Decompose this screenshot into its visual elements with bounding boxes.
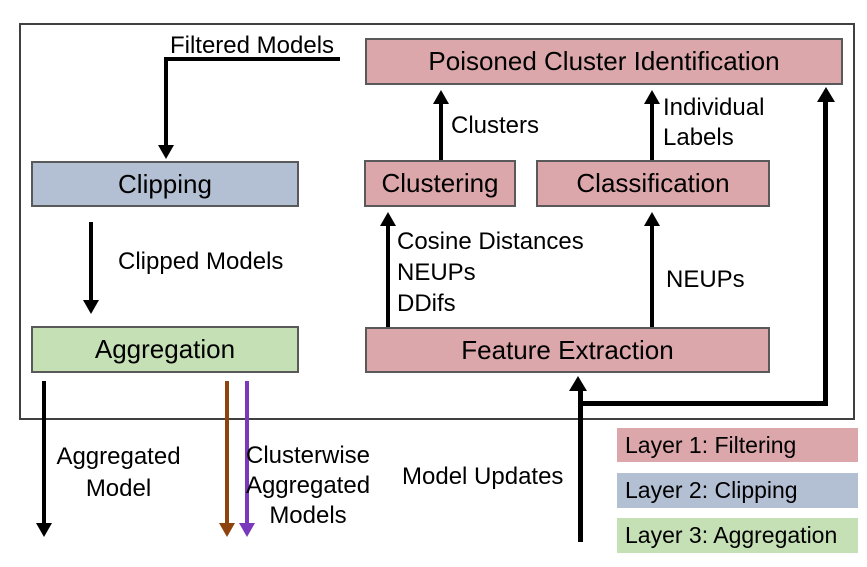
box-label-aggregation: Aggregation (94, 334, 236, 364)
filtered-models-arrow-line (164, 57, 168, 146)
aggregated-model-arrow-line (42, 381, 46, 524)
system-boundary-box (19, 23, 855, 420)
box-label-classification: Classification (576, 168, 730, 198)
individual-labels-label: Individual Labels (663, 93, 764, 153)
box-label-poisoned-cluster-identification: Poisoned Cluster Identification (428, 46, 780, 76)
cosine-neups-ddifs-arrow-line (386, 225, 390, 327)
legend-label-layer2: Layer 2: Clipping (625, 477, 798, 503)
legend-item-layer3-aggregation: Layer 3: Aggregation (617, 518, 858, 553)
individual-labels-arrowhead (644, 90, 660, 104)
model-updates-branch-arrowhead (817, 87, 835, 102)
model-updates-arrowhead (569, 376, 587, 391)
feature-list-label-line: Cosine Distances (397, 228, 584, 255)
legend-item-layer1-filtering: Layer 1: Filtering (617, 428, 858, 462)
individual-labels-arrow-line (650, 103, 654, 160)
clusters-label: Clusters (451, 112, 540, 139)
clusterwise-models-label-line: Models (269, 502, 347, 529)
box-feature-extraction: Feature Extraction (365, 327, 770, 373)
model-updates-label: Model Updates (402, 463, 564, 490)
filtered-models-label: Filtered Models (169, 32, 335, 59)
box-label-clustering: Clustering (381, 168, 499, 198)
legend-label-layer3: Layer 3: Aggregation (625, 522, 838, 548)
model-updates-branch-vertical-line (823, 102, 828, 406)
clusters-arrowhead (433, 90, 449, 104)
aggregated-model-label-line: Aggregated (56, 443, 181, 470)
box-label-feature-extraction: Feature Extraction (461, 334, 674, 365)
clipped-models-arrowhead (83, 300, 99, 314)
box-classification: Classification (536, 160, 770, 207)
clusterwise-purple-arrowhead (239, 523, 255, 537)
clusterwise-brown-arrowhead (219, 523, 235, 537)
clusterwise-brown-arrow-line (225, 381, 229, 524)
feature-list-label: Cosine Distances NEUPs DDifs (397, 226, 584, 319)
feature-list-label-line: DDifs (397, 290, 456, 317)
clusters-arrow-line (439, 103, 443, 160)
neups-label: NEUPs (666, 266, 745, 293)
filtered-models-arrow-line (164, 57, 340, 61)
neups-arrow-line (650, 225, 654, 327)
individual-labels-label-line: Labels (663, 124, 734, 151)
clusterwise-models-label-line: Clusterwise (245, 442, 371, 469)
box-clustering: Clustering (364, 160, 516, 207)
box-clipping: Clipping (31, 161, 299, 207)
clusterwise-models-label-line: Aggregated (245, 472, 371, 499)
aggregated-model-arrowhead (36, 523, 52, 537)
box-label-clipping: Clipping (118, 168, 212, 199)
feature-list-label-line: NEUPs (397, 259, 476, 286)
clusterwise-models-label: Clusterwise Aggregated Models (240, 441, 376, 531)
neups-arrowhead (644, 212, 660, 226)
filtered-models-arrowhead (158, 145, 174, 159)
clusterwise-purple-arrow-line (245, 381, 249, 524)
box-poisoned-cluster-identification: Poisoned Cluster Identification (365, 38, 843, 85)
model-updates-branch-line (578, 401, 828, 406)
aggregated-model-label: Aggregated Model (56, 441, 181, 505)
model-updates-arrow-line (578, 390, 583, 542)
clipped-models-label: Clipped Models (118, 248, 284, 275)
box-aggregation: Aggregation (31, 326, 299, 373)
individual-labels-label-line: Individual (663, 94, 765, 121)
aggregated-model-label-line: Model (85, 475, 152, 502)
legend-item-layer2-clipping: Layer 2: Clipping (617, 473, 858, 508)
legend-label-layer1: Layer 1: Filtering (625, 431, 797, 458)
cosine-neups-ddifs-arrowhead (380, 212, 396, 226)
clipped-models-arrow-line (89, 222, 93, 301)
